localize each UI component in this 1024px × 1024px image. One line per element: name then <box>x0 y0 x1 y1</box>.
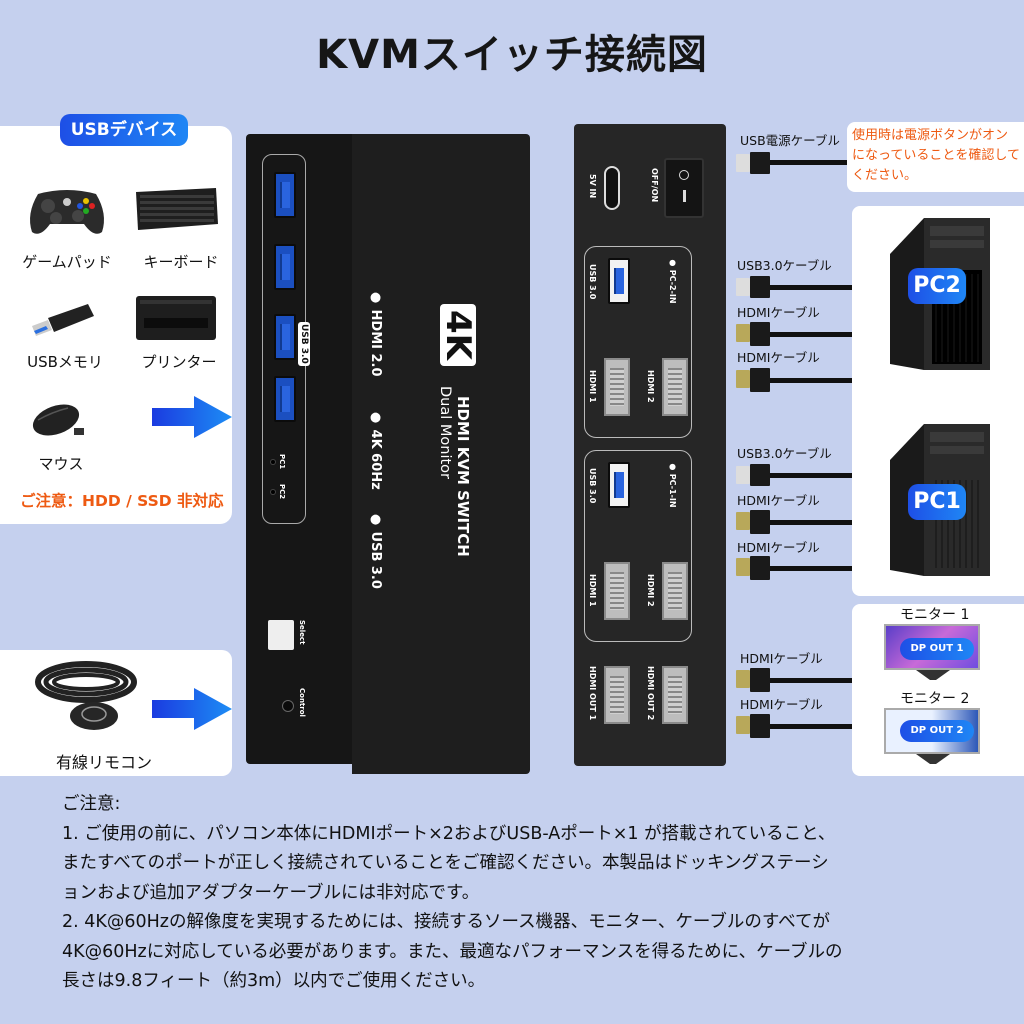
cable-label-pc2-hdmi1: HDMIケーブル <box>737 305 820 320</box>
page-title: KVMスイッチ接続図 <box>316 32 708 78</box>
front-usb-port-1[interactable] <box>274 172 296 218</box>
pc2-hdmi-cable-2 <box>736 368 852 392</box>
led-pc1 <box>271 460 275 464</box>
notice-line: 2. 4K@60Hzの解像度を実現するためには、接続するソース機器、モニター、ケ… <box>62 912 830 932</box>
rear-hdmi1-pc1-label: HDMI 1 <box>588 574 597 607</box>
arrow-right-icon <box>152 396 232 438</box>
cable-label-monitor1: HDMIケーブル <box>740 651 823 666</box>
hdd-ssd-warning: ご注意：HDD / SSD 非対応 <box>20 492 224 510</box>
product-subtitle: Dual Monitor <box>437 386 453 479</box>
monitor2-hdmi-cable <box>736 714 852 738</box>
rear-usb-pc1[interactable] <box>608 462 630 508</box>
usb-devices-badge: USBデバイス <box>60 114 188 146</box>
cable-label-power: USB電源ケーブル <box>740 133 840 148</box>
rear-hdmi1-pc1[interactable] <box>604 562 630 620</box>
front-usb-port-4[interactable] <box>274 376 296 422</box>
device-label-gamepad: ゲームパッド <box>22 253 112 271</box>
rear-group-pc2 <box>584 246 692 438</box>
pc1-in-label: ● PC-1-IN <box>668 462 677 508</box>
device-label-usb-memory: USBメモリ <box>27 353 103 371</box>
hdmi-out-1-label: HDMI OUT 1 <box>588 666 597 721</box>
spec-hdmi: ● HDMI 2.0 <box>368 290 383 377</box>
notice-section: ご注意: 1. ご使用の前に、パソコン本体にHDMIポート×2およびUSB-Aポ… <box>62 790 1022 997</box>
hdmi-out-2-label: HDMI OUT 2 <box>646 666 655 721</box>
monitor2-title: モニター 2 <box>900 691 970 707</box>
power-in-label: 5V IN <box>588 174 597 199</box>
power-note <box>847 122 1024 192</box>
monitor1-title: モニター 1 <box>900 607 970 623</box>
front-usb-port-3[interactable] <box>274 314 296 360</box>
kvm-top-face <box>352 134 530 774</box>
pc2-hdmi-cable-1 <box>736 322 852 346</box>
power-switch-label: OFF/ON <box>650 168 659 203</box>
notice-line: 1. ご使用の前に、パソコン本体にHDMIポート×2およびUSB-Aポート×1 … <box>62 823 836 844</box>
rear-usb-pc1-label: USB 3.0 <box>588 468 597 504</box>
rear-hdmi2-pc1-label: HDMI 2 <box>646 574 655 607</box>
gamepad-icon <box>30 190 104 234</box>
power-switch[interactable] <box>664 158 704 218</box>
front-usb-label: USB 3.0 <box>298 322 310 366</box>
monitor-stand-1 <box>916 670 950 686</box>
notice-line: またすべてのポートが正しく接続されていることをご確認ください。本製品はドッキング… <box>62 853 829 873</box>
pc1-badge: PC1 <box>908 484 966 520</box>
rear-hdmi1-pc2-label: HDMI 1 <box>588 370 597 403</box>
product-title: HDMI KVM SWITCH <box>454 396 472 557</box>
led-pc2 <box>271 490 275 494</box>
badge-4k: 4K <box>438 304 478 367</box>
wired-remote-icon <box>35 661 137 730</box>
spec-4k60: ● 4K 60Hz <box>368 410 383 490</box>
pc2-in-label: ● PC-2-IN <box>668 258 677 304</box>
pc1-usb-cable <box>736 464 852 486</box>
cable-label-pc2-usb: USB3.0ケーブル <box>737 258 832 273</box>
arrow-right-icon <box>152 688 232 730</box>
rear-usb-pc2-label: USB 3.0 <box>588 264 597 300</box>
rear-hdmi2-pc2[interactable] <box>662 358 688 416</box>
cable-label-monitor2: HDMIケーブル <box>740 697 823 712</box>
device-label-printer: プリンター <box>141 353 217 371</box>
rear-hdmi2-pc2-label: HDMI 2 <box>646 370 655 403</box>
cable-label-pc1-usb: USB3.0ケーブル <box>737 446 832 461</box>
front-usb-port-2[interactable] <box>274 244 296 290</box>
usb-power-cable <box>736 152 848 174</box>
spec-usb: ● USB 3.0 <box>368 512 383 589</box>
hdmi-out-1[interactable] <box>604 666 630 724</box>
led-pc2-label: PC2 <box>278 484 286 500</box>
notice-line: ョンおよび追加アダプターケーブルには非対応です。 <box>62 882 480 903</box>
pc2-badge: PC2 <box>908 268 966 304</box>
keyboard-icon <box>136 188 218 230</box>
pc1-hdmi-cable-2 <box>736 556 852 580</box>
rear-group-pc1 <box>584 450 692 642</box>
monitor1-hdmi-cable <box>736 668 852 692</box>
notice-heading: ご注意: <box>62 794 121 814</box>
rear-hdmi2-pc1[interactable] <box>662 562 688 620</box>
remote-label: 有線リモコン <box>56 753 153 772</box>
kvm-rear-panel <box>574 124 726 766</box>
cable-label-pc2-hdmi2: HDMIケーブル <box>737 350 820 365</box>
select-button[interactable] <box>268 620 294 650</box>
device-label-keyboard: キーボード <box>143 253 219 271</box>
usb-drive-icon <box>32 304 94 336</box>
pc1-hdmi-cable-1 <box>736 510 852 534</box>
select-label: Select <box>298 620 306 645</box>
monitor1-badge: DP OUT 1 <box>900 638 974 660</box>
cable-label-pc1-hdmi2: HDMIケーブル <box>737 540 820 555</box>
pc2-usb-cable <box>736 276 852 298</box>
notice-line: 長さは9.8フィート（約3m）以内でご使用ください。 <box>62 971 486 991</box>
mouse-icon <box>32 404 84 436</box>
control-label: Control <box>298 688 306 717</box>
monitor-stand-2 <box>916 754 950 770</box>
rear-usb-pc2[interactable] <box>608 258 630 304</box>
kvm-front-panel <box>246 134 356 764</box>
monitor2-badge: DP OUT 2 <box>900 720 974 742</box>
power-note-text: 使用時は電源ボタンがオンになっていることを確認してください。 <box>852 128 1020 183</box>
usb-c-port[interactable] <box>604 166 620 210</box>
printer-icon <box>136 296 216 340</box>
notice-line: 4K@60Hzに対応している必要があります。また、最適なパフォーマンスを得るため… <box>62 941 843 962</box>
device-label-mouse: マウス <box>38 455 84 473</box>
hdmi-out-2[interactable] <box>662 666 688 724</box>
cable-label-pc1-hdmi1: HDMIケーブル <box>737 493 820 508</box>
control-jack[interactable] <box>282 700 294 712</box>
rear-hdmi1-pc2[interactable] <box>604 358 630 416</box>
led-pc1-label: PC1 <box>278 454 286 470</box>
